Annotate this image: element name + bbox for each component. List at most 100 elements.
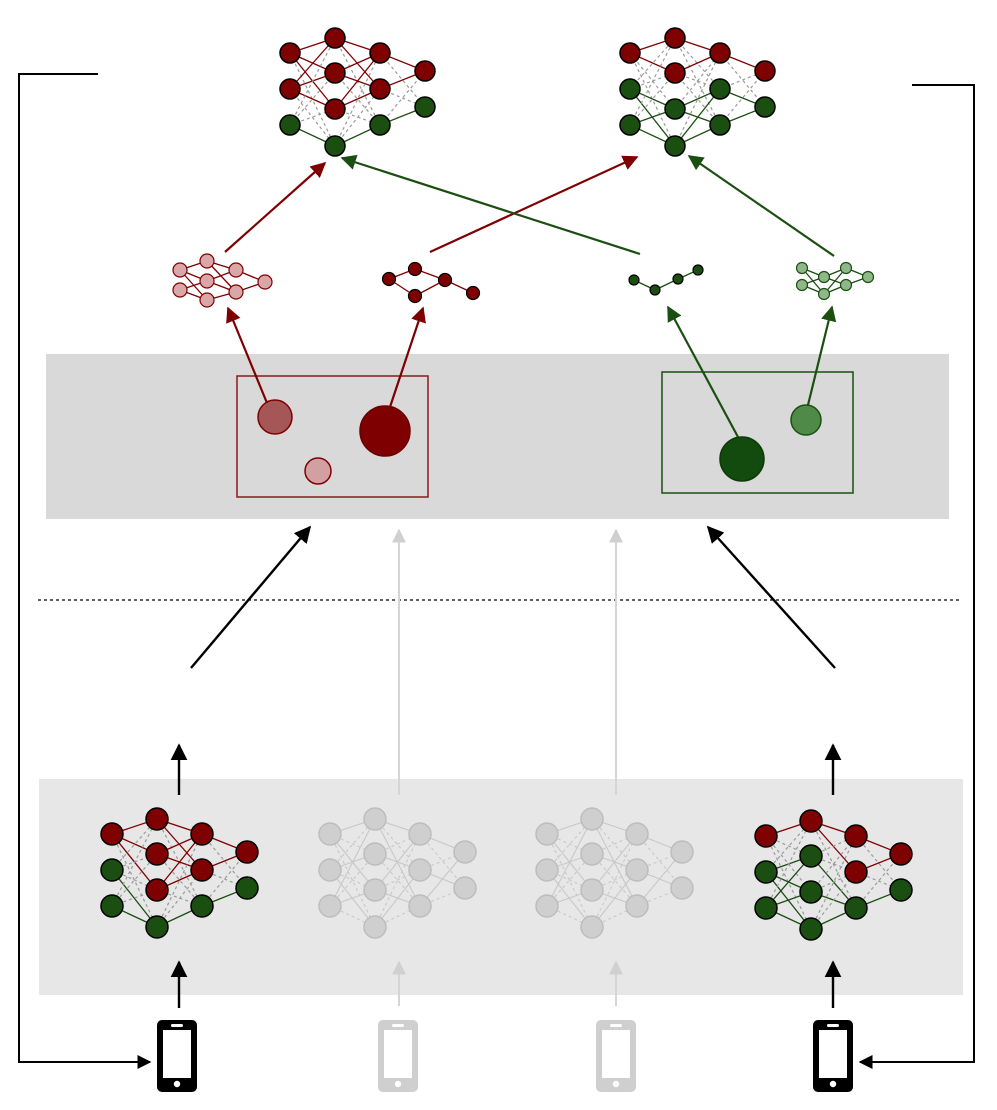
network-node	[363, 842, 387, 866]
network-node	[580, 878, 604, 902]
network-node	[407, 288, 423, 304]
network-node	[172, 282, 188, 298]
smartphone-icon	[157, 1020, 197, 1092]
network-node	[754, 896, 778, 920]
feedback-loop-left	[18, 73, 152, 1069]
network-connection	[111, 869, 158, 928]
network-node	[839, 278, 853, 292]
network-node	[145, 915, 169, 939]
network-connection	[334, 52, 381, 110]
upload-arrow-client-4	[706, 525, 836, 669]
network-node	[889, 878, 913, 902]
network-node	[709, 114, 731, 136]
network-connection	[765, 835, 812, 930]
subnetwork-icon	[795, 261, 875, 301]
network-node	[844, 896, 868, 920]
network-connection	[765, 820, 812, 909]
phone-screen	[602, 1030, 630, 1078]
smartphone-icon	[813, 1020, 853, 1092]
network-node	[664, 27, 686, 49]
network-node	[199, 273, 215, 289]
network-node	[817, 270, 831, 284]
subnetwork-icon	[628, 264, 704, 296]
network-node	[670, 840, 694, 864]
sub-to-global-arrow	[340, 154, 641, 256]
server-cluster-band	[46, 354, 949, 519]
phone-speaker	[171, 1024, 183, 1027]
phone-speaker	[827, 1024, 839, 1027]
sub-to-global-arrow	[687, 155, 835, 257]
network-node	[795, 261, 809, 275]
upload-arrow-client-1	[190, 525, 312, 669]
network-node	[664, 62, 686, 84]
network-node	[670, 876, 694, 900]
phone-button	[394, 1080, 402, 1088]
network-node	[145, 807, 169, 831]
network-node	[363, 878, 387, 902]
network-connection	[810, 871, 857, 930]
network-node	[318, 822, 342, 846]
network-connection	[111, 818, 158, 907]
network-node	[625, 858, 649, 882]
network-node	[172, 262, 188, 278]
network-node	[145, 842, 169, 866]
network-node	[318, 858, 342, 882]
network-node	[619, 78, 641, 100]
network-node	[844, 824, 868, 848]
network-node	[363, 915, 387, 939]
neural-networks	[100, 27, 913, 941]
network-node	[363, 807, 387, 831]
phone-screen	[819, 1030, 847, 1078]
network-node	[407, 261, 423, 277]
network-node	[199, 292, 215, 308]
network-connection	[156, 869, 203, 928]
network-node	[580, 915, 604, 939]
network-node	[535, 894, 559, 918]
network-node	[799, 917, 823, 941]
network-connection	[374, 833, 421, 928]
network-connection	[289, 88, 336, 147]
cluster-node-icon	[257, 399, 293, 435]
network-node	[279, 42, 301, 64]
neural-network-icon	[619, 27, 776, 157]
network-connection	[629, 37, 676, 90]
network-connection	[674, 52, 721, 147]
cluster-to-sub-arrow	[667, 305, 739, 438]
network-node	[465, 285, 481, 301]
network-node	[535, 858, 559, 882]
network-connection	[546, 833, 593, 928]
network-node	[408, 822, 432, 846]
neural-network-icon	[318, 807, 477, 939]
cluster-box-green	[661, 371, 854, 494]
neural-network-icon	[754, 809, 913, 941]
subnetwork-icon	[381, 261, 481, 304]
phone-button	[612, 1080, 620, 1088]
network-node	[318, 894, 342, 918]
network-node	[754, 824, 778, 848]
network-node	[799, 844, 823, 868]
cluster-box-red	[236, 375, 429, 498]
network-connection	[289, 52, 336, 147]
network-node	[324, 27, 346, 49]
network-node	[795, 278, 809, 292]
feedback-loop-right	[858, 84, 975, 1069]
network-node	[628, 274, 640, 286]
network-node	[369, 78, 391, 100]
network-node	[145, 878, 169, 902]
network-node	[453, 840, 477, 864]
network-node	[190, 822, 214, 846]
network-node	[235, 840, 259, 864]
network-node	[190, 858, 214, 882]
network-node	[100, 894, 124, 918]
network-connection	[289, 37, 336, 126]
network-node	[190, 894, 214, 918]
network-node	[619, 114, 641, 136]
network-node	[754, 96, 776, 118]
network-node	[625, 894, 649, 918]
network-connection	[591, 869, 638, 928]
network-node	[257, 274, 273, 290]
phone-speaker	[392, 1024, 404, 1027]
phone-screen	[384, 1030, 412, 1078]
network-node	[861, 270, 875, 284]
